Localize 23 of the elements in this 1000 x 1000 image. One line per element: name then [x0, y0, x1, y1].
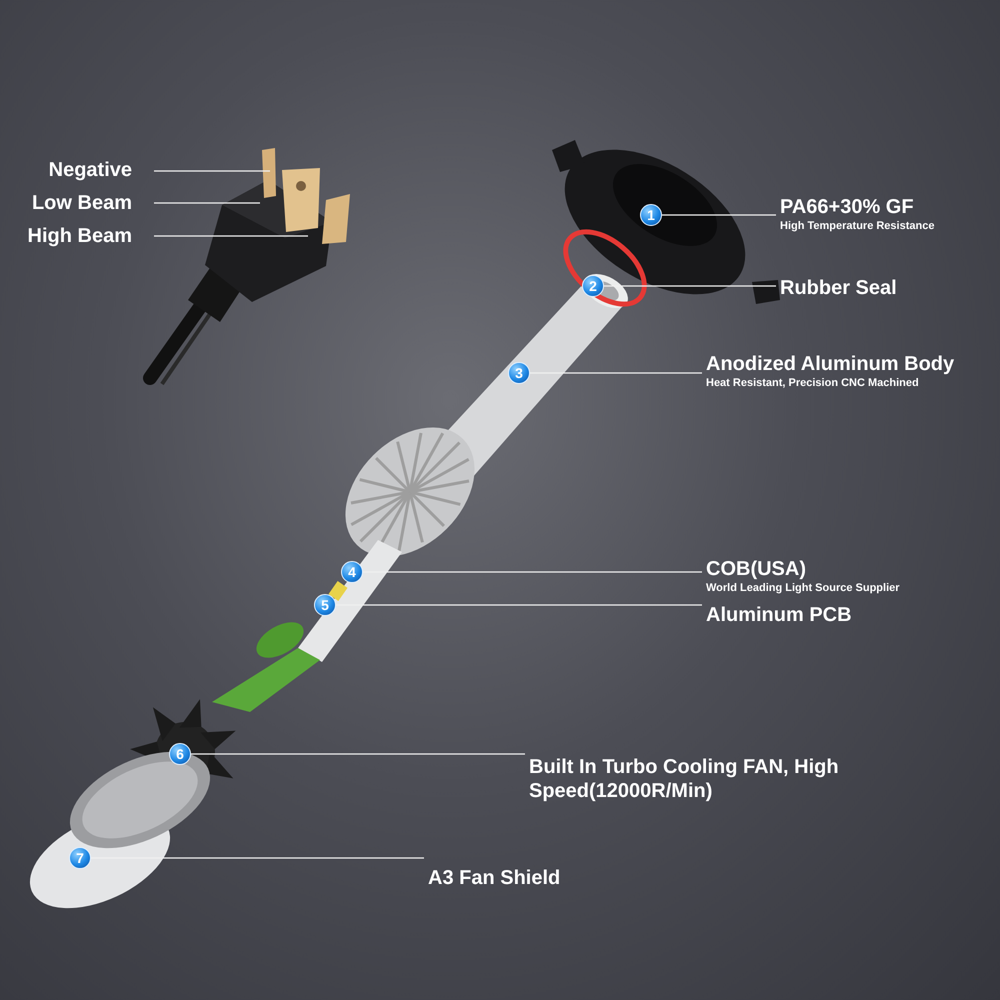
part-name: Built In Turbo Cooling FAN, High Speed(12000R/Min) — [529, 755, 839, 803]
part-name: PA66+30% GF — [780, 195, 914, 219]
leader-line — [191, 753, 525, 755]
leader-line — [154, 235, 308, 237]
leader-line — [530, 372, 702, 374]
leader-line — [604, 285, 776, 287]
leader-line — [336, 604, 702, 606]
leader-line — [154, 202, 260, 204]
part-description: Heat Resistant, Precision CNC Machined — [706, 376, 919, 390]
pin-label: Negative — [7, 158, 132, 182]
part-name: Aluminum PCB — [706, 603, 852, 627]
part-description: World Leading Light Source Supplier — [706, 581, 900, 595]
leader-line — [363, 571, 702, 573]
pin-label: High Beam — [7, 224, 132, 248]
leader-line — [91, 857, 424, 859]
pin-label: Low Beam — [7, 191, 132, 215]
part-name: Anodized Aluminum Body — [706, 352, 954, 376]
part-name: COB(USA) — [706, 557, 806, 581]
part-description: High Temperature Resistance — [780, 219, 934, 233]
leader-line — [662, 214, 776, 216]
leader-line — [154, 170, 270, 172]
part-name: A3 Fan Shield — [428, 866, 560, 890]
part-name: Rubber Seal — [780, 276, 897, 300]
